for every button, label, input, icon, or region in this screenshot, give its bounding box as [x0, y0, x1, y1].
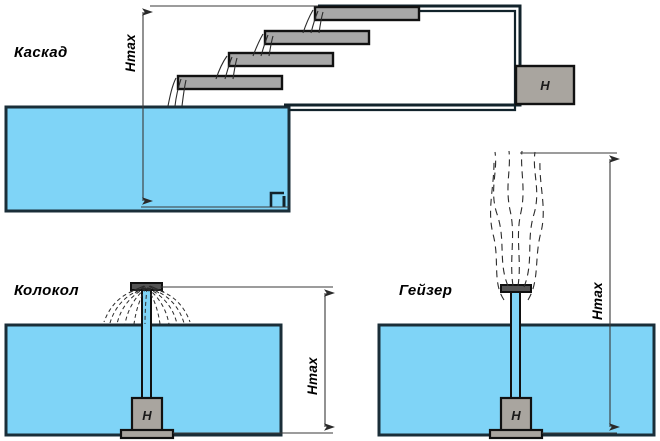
cascade-title: Каскад [14, 44, 68, 61]
geyser-pump-base [488, 428, 544, 440]
geyser-dim-label: Hmax [590, 282, 605, 320]
cascade-step-4 [313, 5, 421, 22]
geyser-title: Гейзер [399, 282, 452, 299]
cascade-step-1 [176, 74, 284, 91]
cascade-water-falls [167, 9, 324, 107]
geyser-water-column [490, 150, 544, 301]
cascade-step-2 [227, 51, 335, 68]
bell-spray-top-jets [129, 285, 165, 294]
cascade-steps [176, 5, 421, 91]
cascade-step-3 [263, 29, 371, 46]
cascade-pool [4, 105, 291, 213]
geyser-riser-pipe [510, 289, 521, 401]
geyser-pump-label: H [511, 408, 521, 423]
geyser-pump-body [499, 396, 533, 433]
cascade-pump-body [514, 64, 576, 106]
bell-section: H [4, 282, 335, 440]
bell-riser-pipe [141, 287, 152, 401]
bell-pump-label: H [142, 408, 152, 423]
bell-title: Колокол [14, 282, 79, 299]
bell-dim-label: Hmax [305, 357, 320, 395]
cascade-section: H [4, 4, 576, 213]
cascade-dim-label: Hmax [123, 34, 138, 72]
bell-pump-base [119, 428, 175, 440]
bell-spray-pattern [103, 287, 191, 325]
geyser-nozzle [500, 284, 532, 293]
geyser-section: H Hmax Гейзер [377, 150, 656, 440]
cascade-pump-label: H [540, 78, 550, 93]
cascade-pipe-inlet-hook [269, 191, 284, 207]
